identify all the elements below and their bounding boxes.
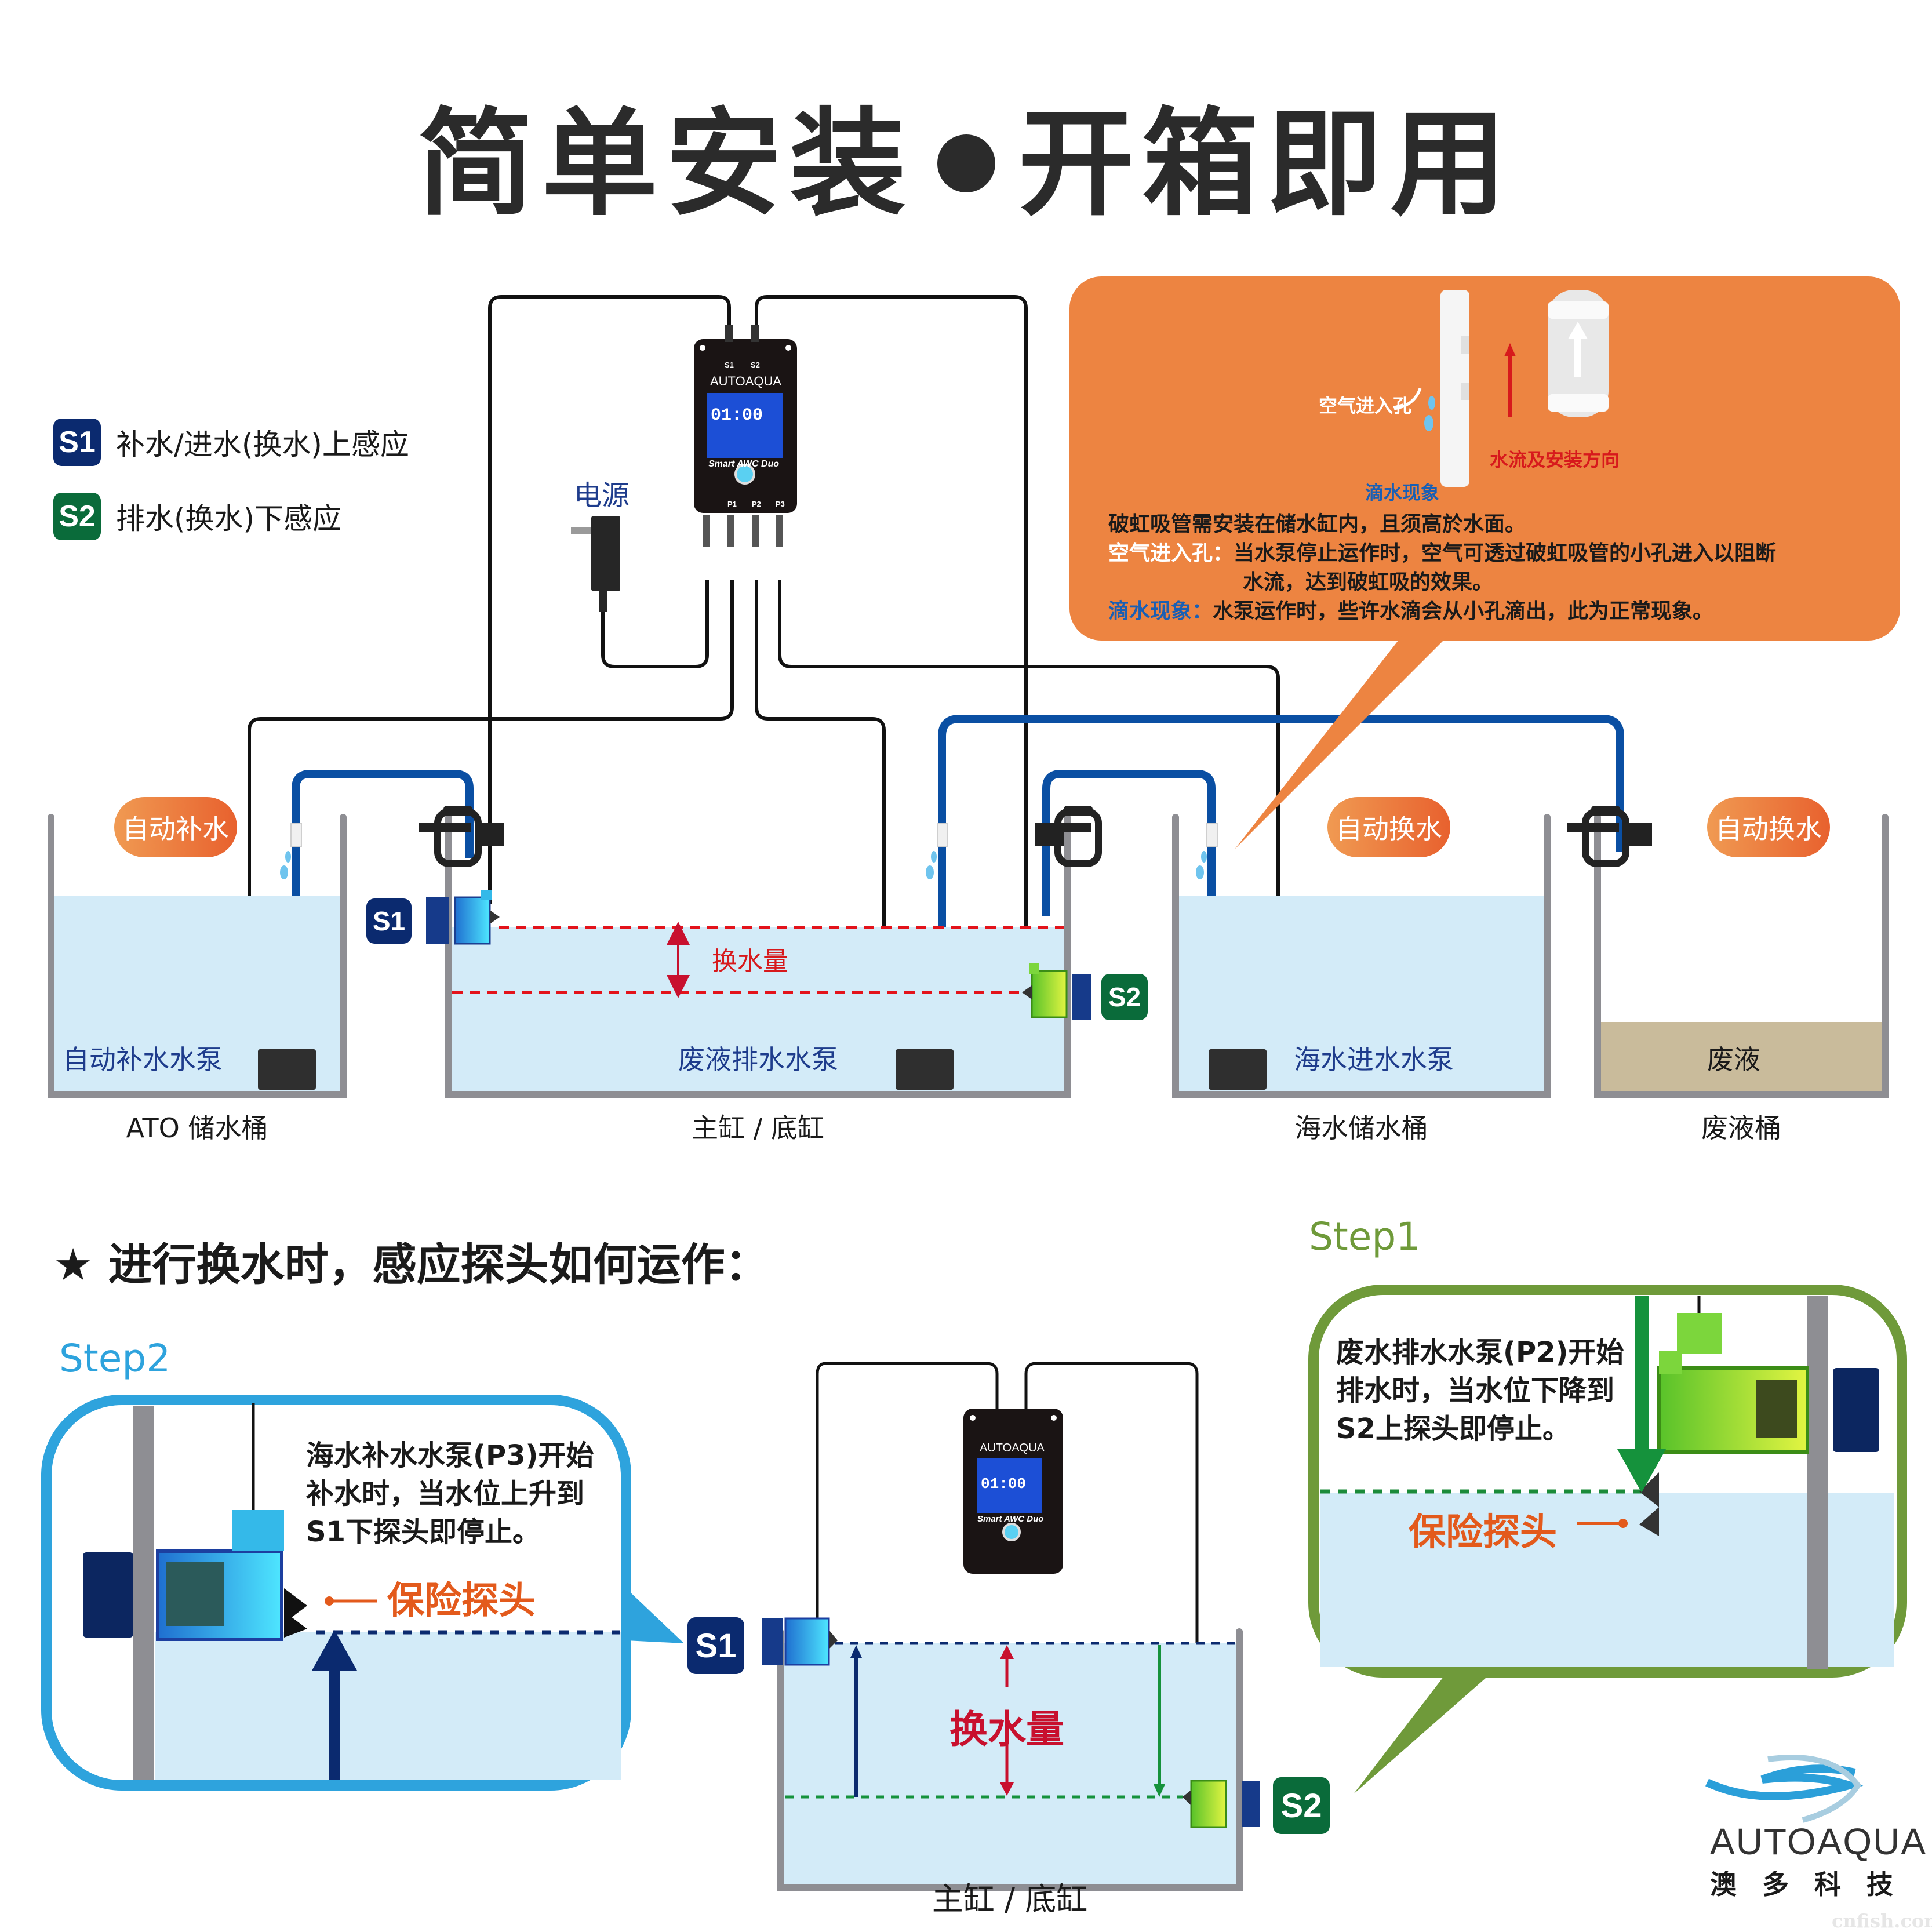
power-cable [601, 580, 709, 668]
title-left: 简单安装 [417, 97, 914, 232]
section-title: ★ 进行换水时，感应探头如何运作： [53, 1229, 769, 1293]
pill-auto-water-change-2: 自动换水 [1707, 797, 1830, 857]
tube-clamps [419, 806, 1652, 867]
callout-air-hole-desc-2: 水流，达到破虹吸的效果。 [1243, 570, 1494, 594]
legend-item-s1: S1 补水/进水(换水)上感应 [53, 419, 409, 466]
step2-text: 海水补水水泵(P3)开始 补水时，当水位上升到 S1下探头即停止。 [306, 1436, 594, 1551]
callout-body: 破虹吸管需安装在储水缸内，且须高於水面。 空气进入孔：当水泵停止运作时，空气可透… [1108, 510, 1885, 626]
saltwater-pump [1209, 1049, 1267, 1090]
section-title-text: 进行换水时，感应探头如何运作： [108, 1239, 769, 1290]
device-port-p1: P1 [727, 500, 737, 508]
callout-line-1: 破虹吸管需安装在储水缸内，且须高於水面。 [1108, 512, 1526, 536]
bottom-tank [762, 1617, 1260, 1891]
logo-cn: 澳多科技 [1710, 1869, 1919, 1900]
controller-device-bottom [963, 1409, 1063, 1574]
bottom-exchange-volume-label: 换水量 [949, 1707, 1064, 1752]
waste-content-label: 废液 [1707, 1044, 1760, 1075]
step2-line-1: 海水补水水泵(P3)开始 [306, 1439, 594, 1472]
tank-name-waste: 废液桶 [1701, 1112, 1781, 1144]
step2-line-2: 补水时，当水位上升到 [306, 1478, 585, 1510]
s2-badge-main: S2 [1101, 974, 1148, 1020]
sensor-cables [488, 295, 1028, 1020]
bottom-cables [816, 1362, 1199, 1785]
step2-line-3: S1下探头即停止。 [306, 1516, 540, 1548]
logo-swoosh-icon [1705, 1755, 1864, 1823]
ato-tube [292, 770, 474, 1049]
title-bullet-icon [937, 134, 995, 193]
tank-main [445, 814, 1071, 1098]
callout-drip-term: 滴水现象： [1108, 599, 1213, 623]
s1-cable [488, 295, 731, 904]
s1-badge: S1 [53, 419, 101, 466]
tank-name-main: 主缸 / 底缸 [692, 1112, 824, 1144]
legend-item-s2: S2 排水(换水)下感应 [53, 493, 409, 540]
tank-name-ato: ATO 储水桶 [126, 1112, 268, 1144]
flow-direction-label: 水流及安装方向 [1490, 449, 1620, 471]
s1-sensor [426, 890, 500, 945]
step1-text: 废水排水水泵(P2)开始 排水时，当水位下降到 S2上探头即停止。 [1336, 1333, 1624, 1448]
title-right: 开箱即用 [1018, 97, 1515, 232]
air-hole-label: 空气进入孔 [1319, 395, 1412, 417]
waste-tube [938, 715, 1624, 1049]
device-brand: AUTOAQUA [710, 374, 782, 388]
power-label: 电源 [574, 479, 630, 512]
step1-line-2: 排水时，当水位下降到 [1336, 1374, 1615, 1407]
bottom-device-model: Smart AWC Duo [977, 1514, 1044, 1524]
pump-label-ato: 自动补水水泵 [63, 1044, 223, 1075]
device-model: Smart AWC Duo [708, 459, 780, 469]
saltwater-tube [1042, 770, 1216, 1049]
step1-safety-probe-label: 保险探头 [1409, 1511, 1557, 1554]
anti-siphon-illustration [1393, 290, 1609, 487]
controller-device-top [694, 325, 797, 547]
tank-waste [1594, 814, 1889, 1098]
submersible-pumps [258, 1049, 1267, 1090]
step1-line-1: 废水排水水泵(P2)开始 [1336, 1336, 1624, 1369]
waste-pump [896, 1049, 954, 1090]
pump-label-saltwater: 海水进水水泵 [1294, 1044, 1454, 1075]
drip-label: 滴水现象 [1365, 482, 1440, 504]
watermark: cnfish.com [1832, 1910, 1932, 1932]
s2-cable [755, 295, 1028, 1020]
water-drop-icons [280, 851, 1207, 879]
callout-air-hole-term: 空气进入孔： [1108, 541, 1234, 565]
bottom-lcd-time: 01:00 [981, 1475, 1027, 1493]
device-port-s1: S1 [725, 361, 734, 369]
legend: S1 补水/进水(换水)上感应 S2 排水(换水)下感应 [53, 419, 409, 540]
anti-siphon-callout-shape [1069, 276, 1900, 849]
anti-siphon-fittings [290, 823, 1218, 847]
step1-bubble [1308, 1285, 1907, 1794]
pump-label-waste: 废液排水水泵 [678, 1044, 838, 1075]
step2-bubble [41, 1395, 684, 1791]
legend-text-s2: 排水(换水)下感应 [116, 502, 342, 536]
power-adapter [571, 516, 620, 612]
page-title: 简单安装开箱即用 [0, 70, 1932, 238]
s2-sensor [1022, 963, 1091, 1020]
device-port-p2: P2 [752, 500, 761, 508]
logo-brand: AUTOAQUA [1710, 1821, 1927, 1862]
step2-label: Step2 [59, 1336, 171, 1381]
lcd-time-display: 01:00 [711, 406, 763, 425]
tank-name-saltwater: 海水储水桶 [1294, 1112, 1428, 1144]
s1-badge-main: S1 [366, 898, 412, 944]
s2-badge-bottom: S2 [1273, 1777, 1330, 1834]
step1-label: Step1 [1309, 1214, 1421, 1259]
step1-line-3: S2上探头即停止。 [1336, 1413, 1570, 1445]
s2-badge: S2 [53, 493, 101, 540]
legend-text-s1: 补水/进水(换水)上感应 [116, 428, 409, 461]
callout-drip-desc: 水泵运作时，些许水滴会从小孔滴出，此为正常现象。 [1213, 599, 1714, 623]
pill-auto-top-up: 自动补水 [114, 797, 237, 857]
bottom-tank-name: 主缸 / 底缸 [932, 1881, 1088, 1918]
callout-air-hole-desc-1: 当水泵停止运作时，空气可透过破虹吸管的小孔进入以阻断 [1234, 541, 1777, 565]
water-tubes [292, 715, 1624, 1049]
pill-auto-water-change-1: 自动换水 [1327, 797, 1450, 857]
star-icon: ★ [53, 1239, 93, 1290]
bottom-device-brand: AUTOAQUA [980, 1442, 1045, 1454]
exchange-volume-label: 换水量 [712, 947, 788, 976]
s1-badge-bottom: S1 [687, 1617, 744, 1674]
device-port-p3: P3 [776, 500, 785, 508]
device-port-s2: S2 [751, 361, 760, 369]
ato-pump [258, 1049, 316, 1090]
step2-safety-probe-label: 保险探头 [387, 1580, 536, 1622]
